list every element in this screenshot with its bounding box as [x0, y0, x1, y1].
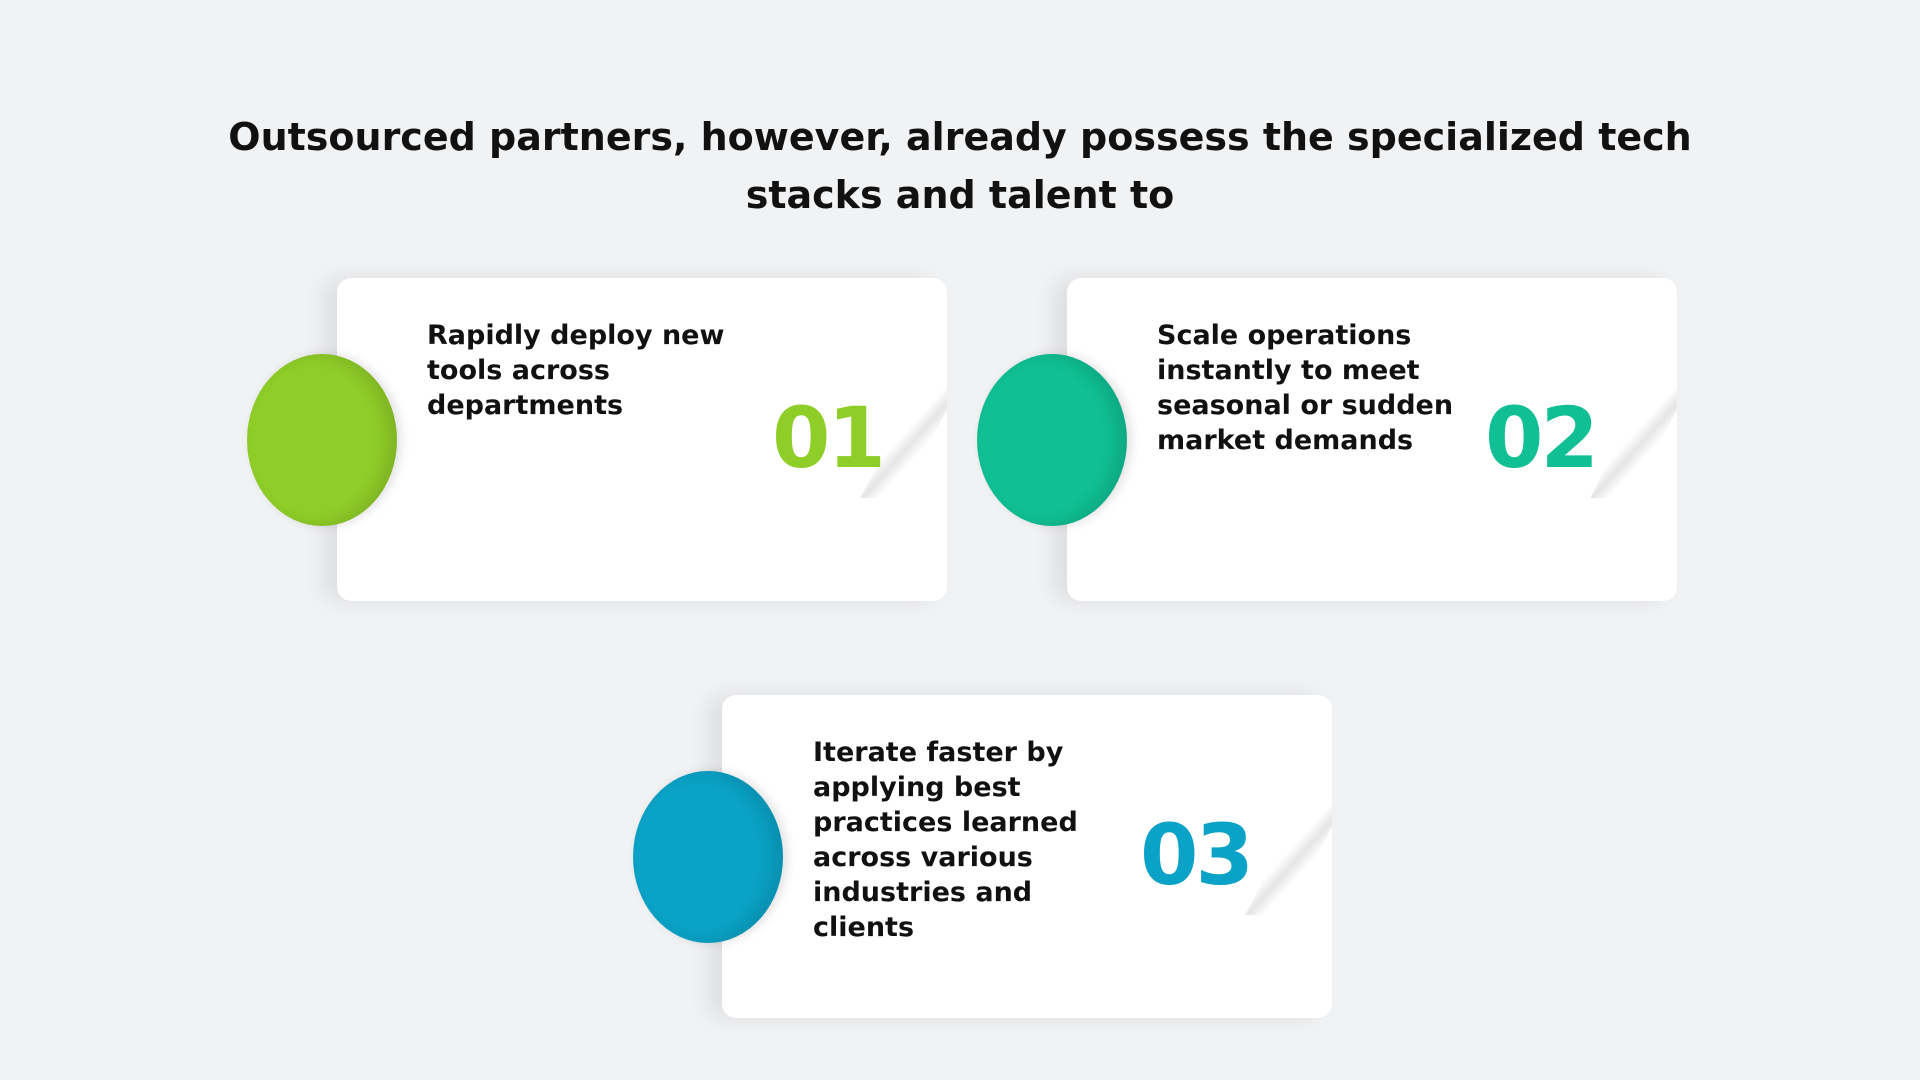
- card-2: Scale operations instantly to meet seaso…: [1067, 278, 1677, 601]
- card-1-number: 01: [772, 389, 886, 487]
- card-3-circle-icon: [633, 771, 783, 943]
- card-2-circle-icon: [977, 354, 1127, 526]
- card-3-number: 03: [1140, 806, 1254, 904]
- card-2-fold-icon: [1590, 378, 1677, 498]
- card-3-fold-icon: [1245, 795, 1332, 915]
- card-2-number: 02: [1485, 389, 1599, 487]
- card-1-circle-icon: [247, 354, 397, 526]
- page-title: Outsourced partners, however, already po…: [228, 115, 1692, 217]
- card-3: Iterate faster by applying best practice…: [722, 695, 1332, 1018]
- card-1-text: Rapidly deploy new tools across departme…: [427, 320, 725, 421]
- card-3-text: Iterate faster by applying best practice…: [813, 737, 1078, 943]
- card-1: Rapidly deploy new tools across departme…: [337, 278, 947, 601]
- card-2-text: Scale operations instantly to meet seaso…: [1157, 320, 1454, 456]
